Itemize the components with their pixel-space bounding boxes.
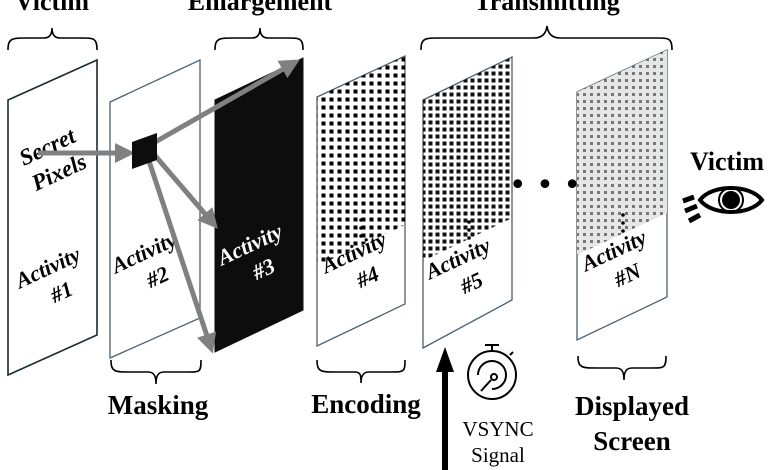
vertical-ellipsis-icon xyxy=(467,220,471,240)
encoded-pixel-grid xyxy=(317,56,405,266)
enlargement-arrows xyxy=(38,59,300,354)
braces-top xyxy=(7,25,673,51)
braces-bottom xyxy=(110,355,667,385)
horizontal-ellipsis: • • • xyxy=(509,168,581,203)
mask-square xyxy=(132,133,157,169)
arrow-mask-to-top xyxy=(148,59,300,148)
up-arrow-icon xyxy=(436,347,454,470)
label-screen: Screen xyxy=(593,426,670,456)
vsync-label: VSYNC xyxy=(462,417,533,441)
brace-transmitting xyxy=(420,25,673,51)
brace-encoding xyxy=(316,359,406,384)
label-displayed: Displayed xyxy=(575,391,689,421)
brace-enlargement xyxy=(214,27,304,51)
panel-activity-n: Activity #N xyxy=(576,48,668,342)
arrow-mask-to-mid xyxy=(150,150,218,229)
vertical-ellipsis-icon xyxy=(359,218,363,238)
label-victim-top: Victim xyxy=(15,0,89,16)
stopwatch-icon xyxy=(467,344,517,400)
label-victim-right: Victim xyxy=(690,147,764,176)
label-encoding: Encoding xyxy=(311,389,421,419)
panel-activity-5: Activity #5 xyxy=(420,55,513,350)
vertical-ellipsis-icon xyxy=(621,213,625,233)
brace-displayed xyxy=(577,355,667,381)
brace-masking xyxy=(110,359,202,385)
panel-activity-2: Activity #2 xyxy=(106,58,201,360)
eye-icon xyxy=(682,186,765,224)
panel-activity-1: Secret Pixels Activity #1 xyxy=(7,58,98,377)
panel-activity-4: Activity #4 xyxy=(316,54,406,348)
label-masking: Masking xyxy=(108,390,209,420)
panel-activity-3: Activity #3 xyxy=(212,57,304,353)
label-enlargement: Enlargement xyxy=(188,0,333,16)
signal-label: Signal xyxy=(471,443,525,467)
brace-victim xyxy=(7,27,98,51)
arrow-mask-to-bottom xyxy=(145,157,217,354)
label-transmitting: Transmitting xyxy=(474,0,619,16)
